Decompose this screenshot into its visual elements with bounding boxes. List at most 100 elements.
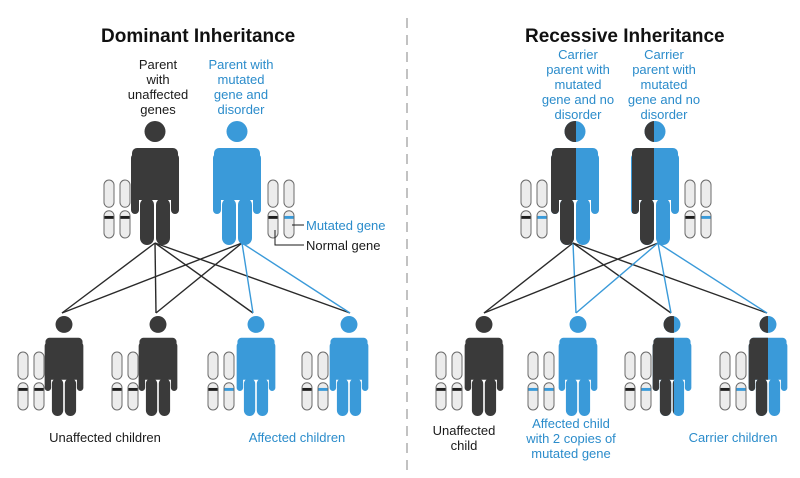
gene-band bbox=[701, 215, 711, 219]
chromosome-arm bbox=[283, 210, 295, 239]
gene-band bbox=[128, 387, 138, 391]
chromosome-arm bbox=[640, 351, 652, 380]
gene-band bbox=[736, 387, 746, 391]
gene-band bbox=[224, 387, 234, 391]
parent-unaffected-label: Parent with unaffected genes bbox=[127, 57, 189, 117]
child-affected-1-chromosomes bbox=[207, 351, 235, 411]
normal-gene-pointer bbox=[274, 230, 304, 246]
chromosome-arm bbox=[719, 351, 731, 380]
child-unaffected-2-chromosomes bbox=[111, 351, 139, 411]
chromosome-arm bbox=[624, 382, 636, 411]
chromosome-arm bbox=[700, 179, 712, 208]
gene-band bbox=[268, 215, 278, 219]
gene-band bbox=[436, 387, 446, 391]
child-affected-chromosomes bbox=[527, 351, 555, 411]
carrier-children-label: Carrier children bbox=[688, 430, 778, 445]
chromosome-arm bbox=[33, 351, 45, 380]
legend-pointers bbox=[274, 224, 304, 246]
chromosome-arm bbox=[301, 351, 313, 380]
gene-band bbox=[521, 215, 531, 219]
inheritance-line bbox=[575, 242, 659, 314]
chromosome-arm bbox=[543, 351, 555, 380]
child-unaffected-1-chromosomes bbox=[17, 351, 45, 411]
inheritance-line bbox=[154, 242, 351, 314]
gene-band bbox=[18, 387, 28, 391]
chromosome-arm bbox=[640, 382, 652, 411]
chromosome-arm bbox=[527, 382, 539, 411]
parent-affected-figure bbox=[213, 121, 261, 245]
inheritance-line bbox=[572, 242, 577, 314]
gene-band bbox=[452, 387, 462, 391]
chromosome-arm bbox=[17, 382, 29, 411]
child-affected-1-figure bbox=[236, 316, 276, 416]
chromosome-arm bbox=[317, 351, 329, 380]
unaffected-child-label: Unaffected child bbox=[432, 423, 496, 453]
chromosome-arm bbox=[207, 382, 219, 411]
chromosome-arm bbox=[283, 179, 295, 208]
chromosome-arm bbox=[119, 210, 131, 239]
chromosome-arm bbox=[624, 351, 636, 380]
body-shape bbox=[138, 316, 178, 416]
chromosome-arm bbox=[103, 210, 115, 239]
child-carrier-1-chromosomes bbox=[624, 351, 652, 411]
gene-band bbox=[720, 387, 730, 391]
body-shape bbox=[44, 316, 84, 416]
chromosome-arm bbox=[119, 179, 131, 208]
body-shape-dark-half bbox=[748, 316, 768, 416]
body-shape bbox=[131, 121, 179, 245]
child-affected-figure bbox=[558, 316, 598, 416]
unaffected-children-label: Unaffected children bbox=[49, 430, 161, 445]
body-shape-dark-half bbox=[551, 121, 576, 245]
chromosome-arm bbox=[700, 210, 712, 239]
inheritance-line bbox=[154, 242, 254, 314]
inheritance-line bbox=[483, 242, 659, 314]
chromosome-arm bbox=[301, 382, 313, 411]
chromosome-arm bbox=[267, 179, 279, 208]
gene-band bbox=[537, 215, 547, 219]
chromosome-arm bbox=[33, 382, 45, 411]
child-unaffected-2-figure bbox=[138, 316, 178, 416]
child-affected-2-chromosomes bbox=[301, 351, 329, 411]
chromosome-arm bbox=[543, 382, 555, 411]
chromosome-arm bbox=[111, 351, 123, 380]
gene-band bbox=[34, 387, 44, 391]
body-shape bbox=[464, 316, 504, 416]
body-shape-dark-half bbox=[652, 316, 674, 416]
dominant-title: Dominant Inheritance bbox=[101, 26, 296, 47]
carrier-parent-2-label: Carrier parent with mutated gene and no … bbox=[627, 47, 701, 122]
gene-band bbox=[685, 215, 695, 219]
chromosome-arm bbox=[267, 210, 279, 239]
inheritance-line bbox=[657, 242, 768, 314]
chromosome-arm bbox=[207, 351, 219, 380]
parent-affected-chromosomes bbox=[267, 179, 295, 239]
body-shape-dark-half bbox=[632, 121, 654, 245]
chromosome-arm bbox=[451, 351, 463, 380]
gene-band bbox=[284, 215, 294, 219]
inheritance-lines bbox=[61, 242, 768, 314]
inheritance-line bbox=[154, 242, 157, 314]
chromosome-arm bbox=[435, 382, 447, 411]
child-unaffected-figure bbox=[464, 316, 504, 416]
legend-mutated-gene: Mutated gene bbox=[306, 218, 386, 233]
child-unaffected-chromosomes bbox=[435, 351, 463, 411]
chromosome-arm bbox=[536, 210, 548, 239]
parent-unaffected-chromosomes bbox=[103, 179, 131, 239]
child-carrier-2-figure bbox=[748, 316, 788, 416]
gene-band bbox=[112, 387, 122, 391]
chromosome-arm bbox=[127, 351, 139, 380]
inheritance-line bbox=[572, 242, 768, 314]
chromosome-arm bbox=[735, 382, 747, 411]
chromosome-pairs bbox=[17, 179, 747, 411]
gene-band bbox=[625, 387, 635, 391]
chromosome-arm bbox=[127, 382, 139, 411]
affected-children-label: Affected children bbox=[248, 430, 346, 445]
child-affected-2-figure bbox=[329, 316, 369, 416]
chromosome-arm bbox=[17, 351, 29, 380]
body-shape bbox=[329, 316, 369, 416]
gene-band bbox=[208, 387, 218, 391]
chromosome-arm bbox=[684, 179, 696, 208]
chromosome-arm bbox=[111, 382, 123, 411]
body-shape bbox=[558, 316, 598, 416]
chromosome-arm bbox=[735, 351, 747, 380]
